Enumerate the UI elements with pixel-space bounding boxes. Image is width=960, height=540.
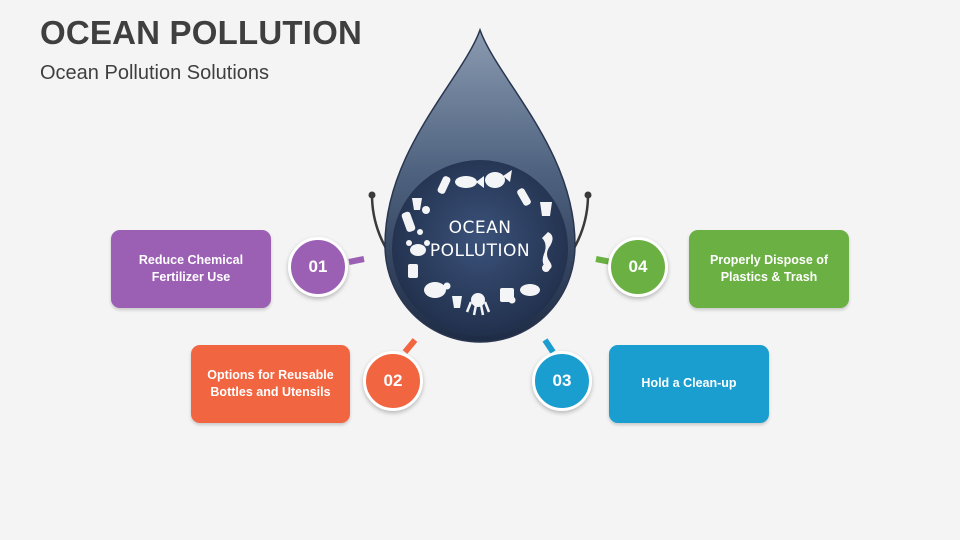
fish-icon bbox=[455, 176, 540, 296]
step-04-box: Properly Dispose of Plastics & Trash bbox=[689, 230, 849, 308]
seahorse-icon bbox=[542, 232, 553, 270]
step-04-label: Properly Dispose of Plastics & Trash bbox=[709, 252, 829, 285]
arc-end-dot-right bbox=[584, 191, 592, 199]
cup-icon bbox=[412, 198, 552, 308]
bottle-icon bbox=[401, 176, 531, 232]
drop-text-line1: OCEAN bbox=[449, 218, 512, 238]
octopus-icon bbox=[465, 293, 491, 316]
connector-03 bbox=[542, 338, 556, 354]
drop-text-line2: POLLUTION bbox=[430, 241, 530, 261]
step-02-label: Options for Reusable Bottles and Utensil… bbox=[207, 367, 334, 400]
step-01-label: Reduce Chemical Fertilizer Use bbox=[138, 252, 244, 285]
crab-icon bbox=[406, 240, 430, 256]
step-02-number: 02 bbox=[363, 351, 423, 411]
step-01-box: Reduce Chemical Fertilizer Use bbox=[111, 230, 271, 308]
page-title: OCEAN POLLUTION bbox=[40, 14, 362, 51]
step-03-number: 03 bbox=[532, 351, 592, 411]
whale-icon bbox=[485, 170, 512, 188]
step-03-label: Hold a Clean-up bbox=[641, 376, 737, 391]
connector-02 bbox=[402, 338, 418, 354]
page-subtitle: Ocean Pollution Solutions bbox=[40, 62, 270, 84]
step-01-number: 01 bbox=[288, 237, 348, 297]
connector-01 bbox=[348, 256, 365, 265]
step-04-number: 04 bbox=[608, 237, 668, 297]
step-03-box: Hold a Clean-up bbox=[609, 345, 769, 423]
turtle-icon bbox=[424, 282, 451, 298]
step-02-box: Options for Reusable Bottles and Utensil… bbox=[191, 345, 350, 423]
litter-ring bbox=[401, 170, 553, 316]
arc-end-dot-left bbox=[368, 191, 376, 199]
